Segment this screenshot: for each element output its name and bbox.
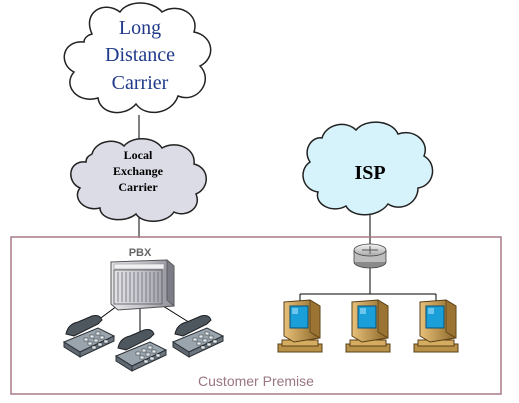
local-exchange-cloud-shape bbox=[70, 138, 207, 222]
customer-premise-label: Customer Premise bbox=[198, 373, 314, 389]
isp-label: ISP bbox=[354, 162, 385, 184]
local-exchange-carrier-cloud: Local Exchange Carrier bbox=[70, 138, 207, 222]
long-distance-cloud-shape bbox=[63, 2, 212, 114]
desktop-computer-icon bbox=[345, 299, 391, 353]
pbx-rack-icon bbox=[110, 259, 175, 311]
isp-cloud: ISP bbox=[302, 121, 434, 216]
local-exchange-label-line-1: Local bbox=[124, 148, 153, 162]
local-exchange-label-line-2: Exchange bbox=[113, 164, 164, 178]
long-distance-label-line-1: Long bbox=[119, 17, 161, 39]
local-exchange-label-line-3: Carrier bbox=[118, 180, 158, 194]
customer-premise-boundary bbox=[10, 236, 502, 395]
router-icon bbox=[353, 243, 387, 269]
long-distance-label-line-2: Distance bbox=[105, 44, 175, 66]
long-distance-carrier-cloud: Long Distance Carrier bbox=[63, 2, 212, 114]
isp-cloud-shape bbox=[302, 121, 434, 216]
desk-telephone-icon bbox=[115, 329, 167, 372]
desktop-computer-icon bbox=[413, 299, 459, 353]
desk-telephone-icon bbox=[172, 315, 224, 358]
long-distance-label-line-3: Carrier bbox=[112, 72, 169, 94]
desk-telephone-icon bbox=[63, 315, 115, 358]
desktop-computer-icon bbox=[277, 299, 323, 353]
pbx-label: PBX bbox=[129, 247, 152, 259]
